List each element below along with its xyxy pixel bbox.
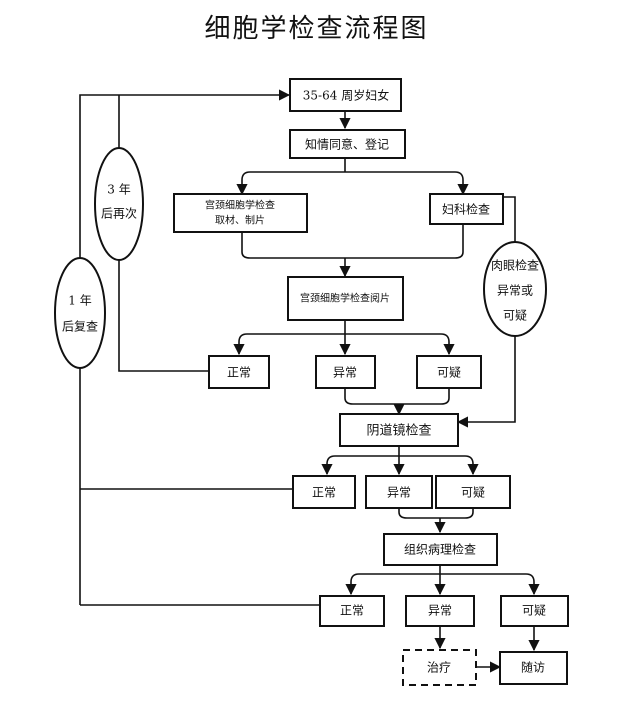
node-abnormal-1: [315, 355, 376, 389]
label-visual-1: 肉眼检查: [491, 258, 539, 273]
ellipse-one-year: [54, 257, 106, 369]
node-normal-3: [319, 595, 385, 627]
label-abnormal-2: 异常: [387, 486, 411, 500]
edge-sampling-merge: [241, 224, 464, 259]
edge-visual-colpo: [456, 336, 516, 428]
node-gyn-exam: [429, 193, 504, 225]
label-women: 35-64 周岁妇女: [303, 88, 389, 103]
node-colposcopy: [339, 413, 459, 447]
label-gyn-exam: 妇科检查: [442, 202, 490, 217]
edge-merge-colpo: [344, 388, 450, 405]
node-abnormal-2: [365, 475, 433, 509]
label-one-year-1: 1 年: [68, 294, 91, 308]
ellipse-visual-exam: [483, 241, 547, 337]
page-title: 细胞学检查流程图: [204, 14, 429, 44]
ellipse-three-year: [94, 147, 144, 261]
node-followup: [499, 651, 568, 685]
edge-consent-split: [241, 158, 464, 190]
node-treatment: [402, 649, 477, 686]
label-three-year-2: 后再次: [101, 207, 137, 221]
edge-three-year-loop: [118, 260, 209, 372]
node-suspicious-1: [416, 355, 482, 389]
label-normal-3: 正常: [340, 604, 364, 618]
edge-colpo-split: [326, 446, 474, 472]
edge-histo-split: [350, 565, 535, 592]
label-abnormal-3: 异常: [428, 604, 452, 618]
label-cyto-reading: 宫颈细胞学检查阅片: [300, 292, 390, 305]
node-women: [289, 78, 402, 112]
label-treatment: 治疗: [427, 661, 451, 675]
label-suspicious-1: 可疑: [437, 365, 461, 380]
node-cyto-reading: [287, 276, 404, 321]
node-consent: [289, 129, 406, 159]
label-suspicious-3: 可疑: [522, 603, 546, 618]
edge-gyn-visual: [503, 196, 516, 242]
label-followup: 随访: [521, 660, 545, 675]
label-visual-3: 可疑: [503, 308, 527, 323]
label-one-year-2: 后复查: [62, 320, 98, 334]
node-abnormal-3: [405, 595, 475, 627]
node-suspicious-2: [435, 475, 511, 509]
label-sampling-1: 宫颈细胞学检查: [205, 199, 275, 212]
label-normal-2: 正常: [312, 486, 336, 500]
label-sampling-2: 取材、制片: [215, 214, 265, 227]
label-abnormal-1: 异常: [333, 366, 357, 380]
node-histology: [383, 533, 498, 566]
node-normal-2: [292, 475, 356, 509]
node-sampling: [173, 193, 308, 233]
label-colposcopy: 阴道镜检查: [366, 424, 431, 439]
label-normal-1: 正常: [227, 366, 251, 380]
node-normal-1: [208, 355, 270, 389]
edge-reading-split: [238, 320, 450, 352]
edge-merge-histo: [398, 508, 474, 519]
edge-one-year-up: [79, 95, 289, 605]
label-consent: 知情同意、登记: [305, 137, 389, 152]
label-suspicious-2: 可疑: [461, 485, 485, 500]
node-suspicious-3: [500, 595, 569, 627]
label-histology: 组织病理检查: [404, 542, 476, 557]
label-three-year-1: 3 年: [107, 183, 130, 197]
label-visual-2: 异常或: [497, 284, 533, 298]
